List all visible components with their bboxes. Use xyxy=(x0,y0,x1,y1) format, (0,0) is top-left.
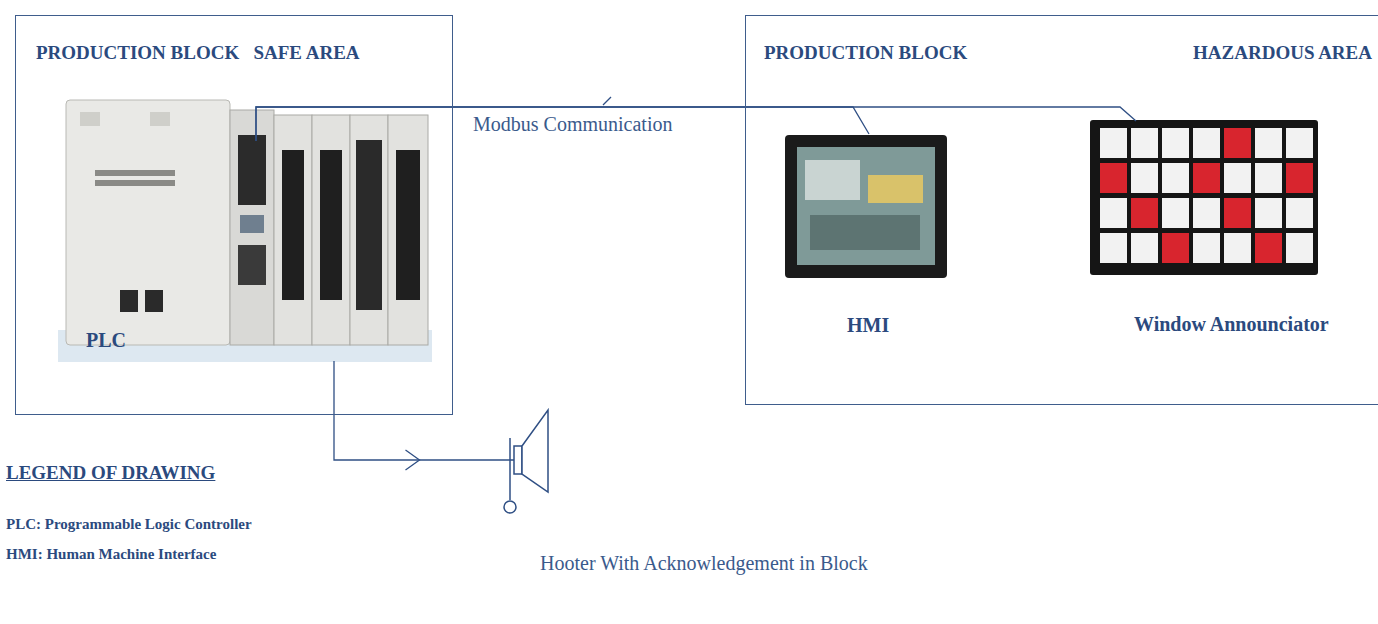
text-holder: HAZARDOUS AREA xyxy=(1193,42,1372,64)
annunciator-window xyxy=(1286,198,1313,228)
annunciator-illustration xyxy=(1090,120,1318,275)
annunciator-window xyxy=(1286,233,1313,263)
annunciator-window xyxy=(1100,163,1127,193)
plc-cpu-display xyxy=(238,135,266,205)
signal-connector xyxy=(256,107,869,141)
plc-io-module xyxy=(312,115,350,345)
plc-io-module xyxy=(274,115,312,345)
annunciator-window xyxy=(1286,128,1313,158)
plc-io-connector xyxy=(356,140,382,310)
annunciator-frame xyxy=(1090,120,1318,275)
text-holder: HMI xyxy=(847,314,889,337)
device-label: PLC xyxy=(86,329,126,352)
annunciator-window xyxy=(1162,128,1189,158)
hooter-stem xyxy=(509,438,511,500)
annunciator-window xyxy=(1224,198,1251,228)
annunciator-window xyxy=(1193,128,1220,158)
annunciator-window xyxy=(1100,128,1127,158)
legend-row: PLC: Programmable Logic Controller xyxy=(6,515,252,533)
annunciator-window xyxy=(1131,233,1158,263)
plc-ethernet-port xyxy=(240,215,264,233)
plc-io-connector xyxy=(396,150,420,300)
edge-label: Modbus Communication xyxy=(470,113,675,136)
plc-terminal xyxy=(120,290,138,312)
text-holder: Hooter With Acknowledgement in Block xyxy=(540,552,868,575)
plc-serial-port xyxy=(238,245,266,285)
hmi-graphic xyxy=(868,175,923,203)
plc-power-supply xyxy=(66,100,230,345)
text-holder: Modbus Communication xyxy=(470,113,675,136)
annunciator-window xyxy=(1131,163,1158,193)
connector-line xyxy=(334,361,505,460)
plc-io-module xyxy=(388,115,428,345)
annunciator-window xyxy=(1224,233,1251,263)
annunciator-windows xyxy=(1100,128,1313,263)
legend-row: HMI: Human Machine Interface xyxy=(6,545,216,563)
text-holder: PRODUCTION BLOCK xyxy=(764,42,967,64)
legend-heading: LEGEND OF DRAWING xyxy=(6,462,215,484)
annunciator-window xyxy=(1193,163,1220,193)
annunciator-window xyxy=(1193,198,1220,228)
hooter-horn xyxy=(522,410,548,492)
annunciator-window xyxy=(1193,233,1220,263)
hmi-bezel xyxy=(785,135,947,278)
annunciator-window xyxy=(1255,198,1282,228)
device-label: Window Announciator xyxy=(1134,313,1329,336)
hooter-ack-button xyxy=(504,501,516,513)
signal-connector xyxy=(334,361,505,470)
annunciator-window xyxy=(1255,128,1282,158)
plc-vent xyxy=(95,180,175,186)
annunciator-window xyxy=(1131,198,1158,228)
annunciator-window xyxy=(1131,128,1158,158)
hooter-device: Hooter With Acknowledgement in Block xyxy=(505,400,935,585)
hmi-screen xyxy=(797,147,935,265)
text-holder: PLC xyxy=(86,329,126,352)
plc-illustration xyxy=(58,100,432,362)
plc-cpu-module xyxy=(230,110,274,345)
plc-device: PLC xyxy=(61,141,431,361)
legend-entry: HMI: Human Machine Interface xyxy=(6,546,216,563)
plc-terminal xyxy=(145,290,163,312)
plc-io-module xyxy=(350,115,388,345)
annunciator-window xyxy=(1255,163,1282,193)
plc-io-connector xyxy=(282,150,304,300)
annunciator-window xyxy=(1100,198,1127,228)
hmi-device: HMI xyxy=(786,134,951,339)
connector-line xyxy=(256,107,1136,141)
hmi-graphic xyxy=(805,160,860,200)
connector-line xyxy=(256,107,869,141)
annunciator-device: Window Announciator xyxy=(1091,121,1371,339)
area-heading: PRODUCTION BLOCK xyxy=(764,42,967,64)
hazardous-area-box: PRODUCTION BLOCK HAZARDOUS AREA HMI Window … xyxy=(745,15,1378,405)
hooter-body xyxy=(514,446,522,474)
plc-detail xyxy=(80,112,100,126)
annunciator-window xyxy=(1162,233,1189,263)
device-label: Hooter With Acknowledgement in Block xyxy=(540,552,868,575)
plc-vent xyxy=(95,170,175,176)
arrow-head xyxy=(406,450,420,470)
plc-io-connector xyxy=(320,150,342,300)
area-heading: HAZARDOUS AREA xyxy=(1193,42,1372,64)
legend-entry: PLC: Programmable Logic Controller xyxy=(6,516,252,533)
annunciator-window xyxy=(1255,233,1282,263)
annunciator-window xyxy=(1100,233,1127,263)
annunciator-window xyxy=(1162,163,1189,193)
hmi-graphic xyxy=(810,215,920,250)
signal-connector xyxy=(256,107,1136,141)
annunciator-window xyxy=(1286,163,1313,193)
text-holder: PRODUCTION BLOCK SAFE AREA xyxy=(36,42,360,64)
annunciator-window xyxy=(1224,128,1251,158)
device-label: HMI xyxy=(847,314,889,337)
annunciator-window xyxy=(1224,163,1251,193)
text-holder: LEGEND OF DRAWING xyxy=(6,462,215,484)
area-heading: PRODUCTION BLOCK SAFE AREA xyxy=(36,42,360,64)
annunciator-window xyxy=(1162,198,1189,228)
hmi-illustration xyxy=(785,135,947,278)
bus-tick xyxy=(603,97,611,105)
text-holder: Window Announciator xyxy=(1134,313,1329,336)
hooter-symbol xyxy=(504,410,548,513)
safe-area-box: PRODUCTION BLOCK SAFE AREA PLC xyxy=(15,15,453,415)
plc-detail xyxy=(150,112,170,126)
